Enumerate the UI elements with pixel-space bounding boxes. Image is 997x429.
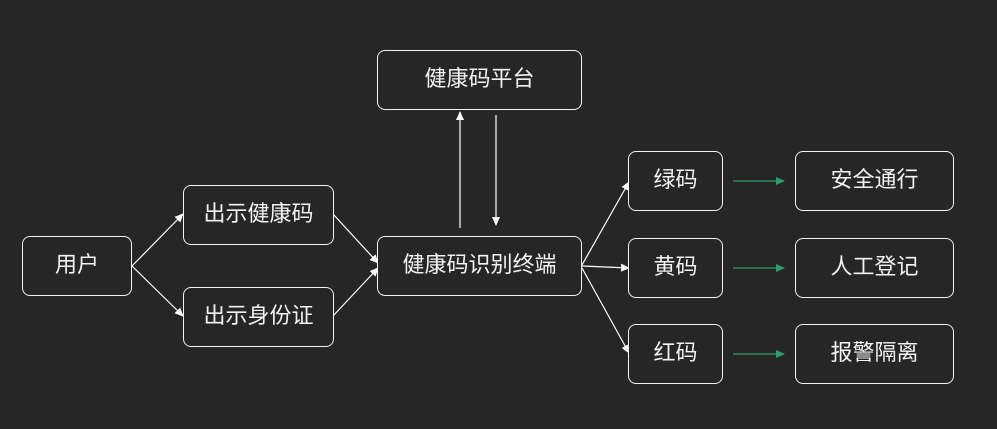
node-terminal: 健康码识别终端 bbox=[377, 236, 582, 296]
arrow-terminal-to-red-code bbox=[581, 267, 630, 354]
arrow-user-to-show-health-code bbox=[131, 213, 184, 267]
node-yellow-code: 黄码 bbox=[628, 238, 723, 298]
node-manual-register: 人工登记 bbox=[795, 238, 954, 298]
node-red-code: 红码 bbox=[628, 324, 723, 384]
arrow-show-health-code-to-terminal bbox=[332, 213, 379, 264]
arrow-show-id-card-to-terminal bbox=[332, 267, 379, 317]
node-alarm-isolate: 报警隔离 bbox=[795, 324, 954, 384]
arrow-terminal-to-yellow-code bbox=[581, 263, 630, 272]
node-user: 用户 bbox=[22, 236, 132, 296]
node-green-code: 绿码 bbox=[628, 151, 723, 211]
node-show-health-code: 出示健康码 bbox=[183, 185, 334, 245]
node-pass: 安全通行 bbox=[795, 151, 954, 211]
node-platform: 健康码平台 bbox=[377, 50, 582, 110]
node-show-id-card: 出示身份证 bbox=[183, 287, 334, 347]
arrow-terminal-to-green-code bbox=[581, 181, 630, 266]
arrow-user-to-show-id-card bbox=[131, 265, 184, 317]
